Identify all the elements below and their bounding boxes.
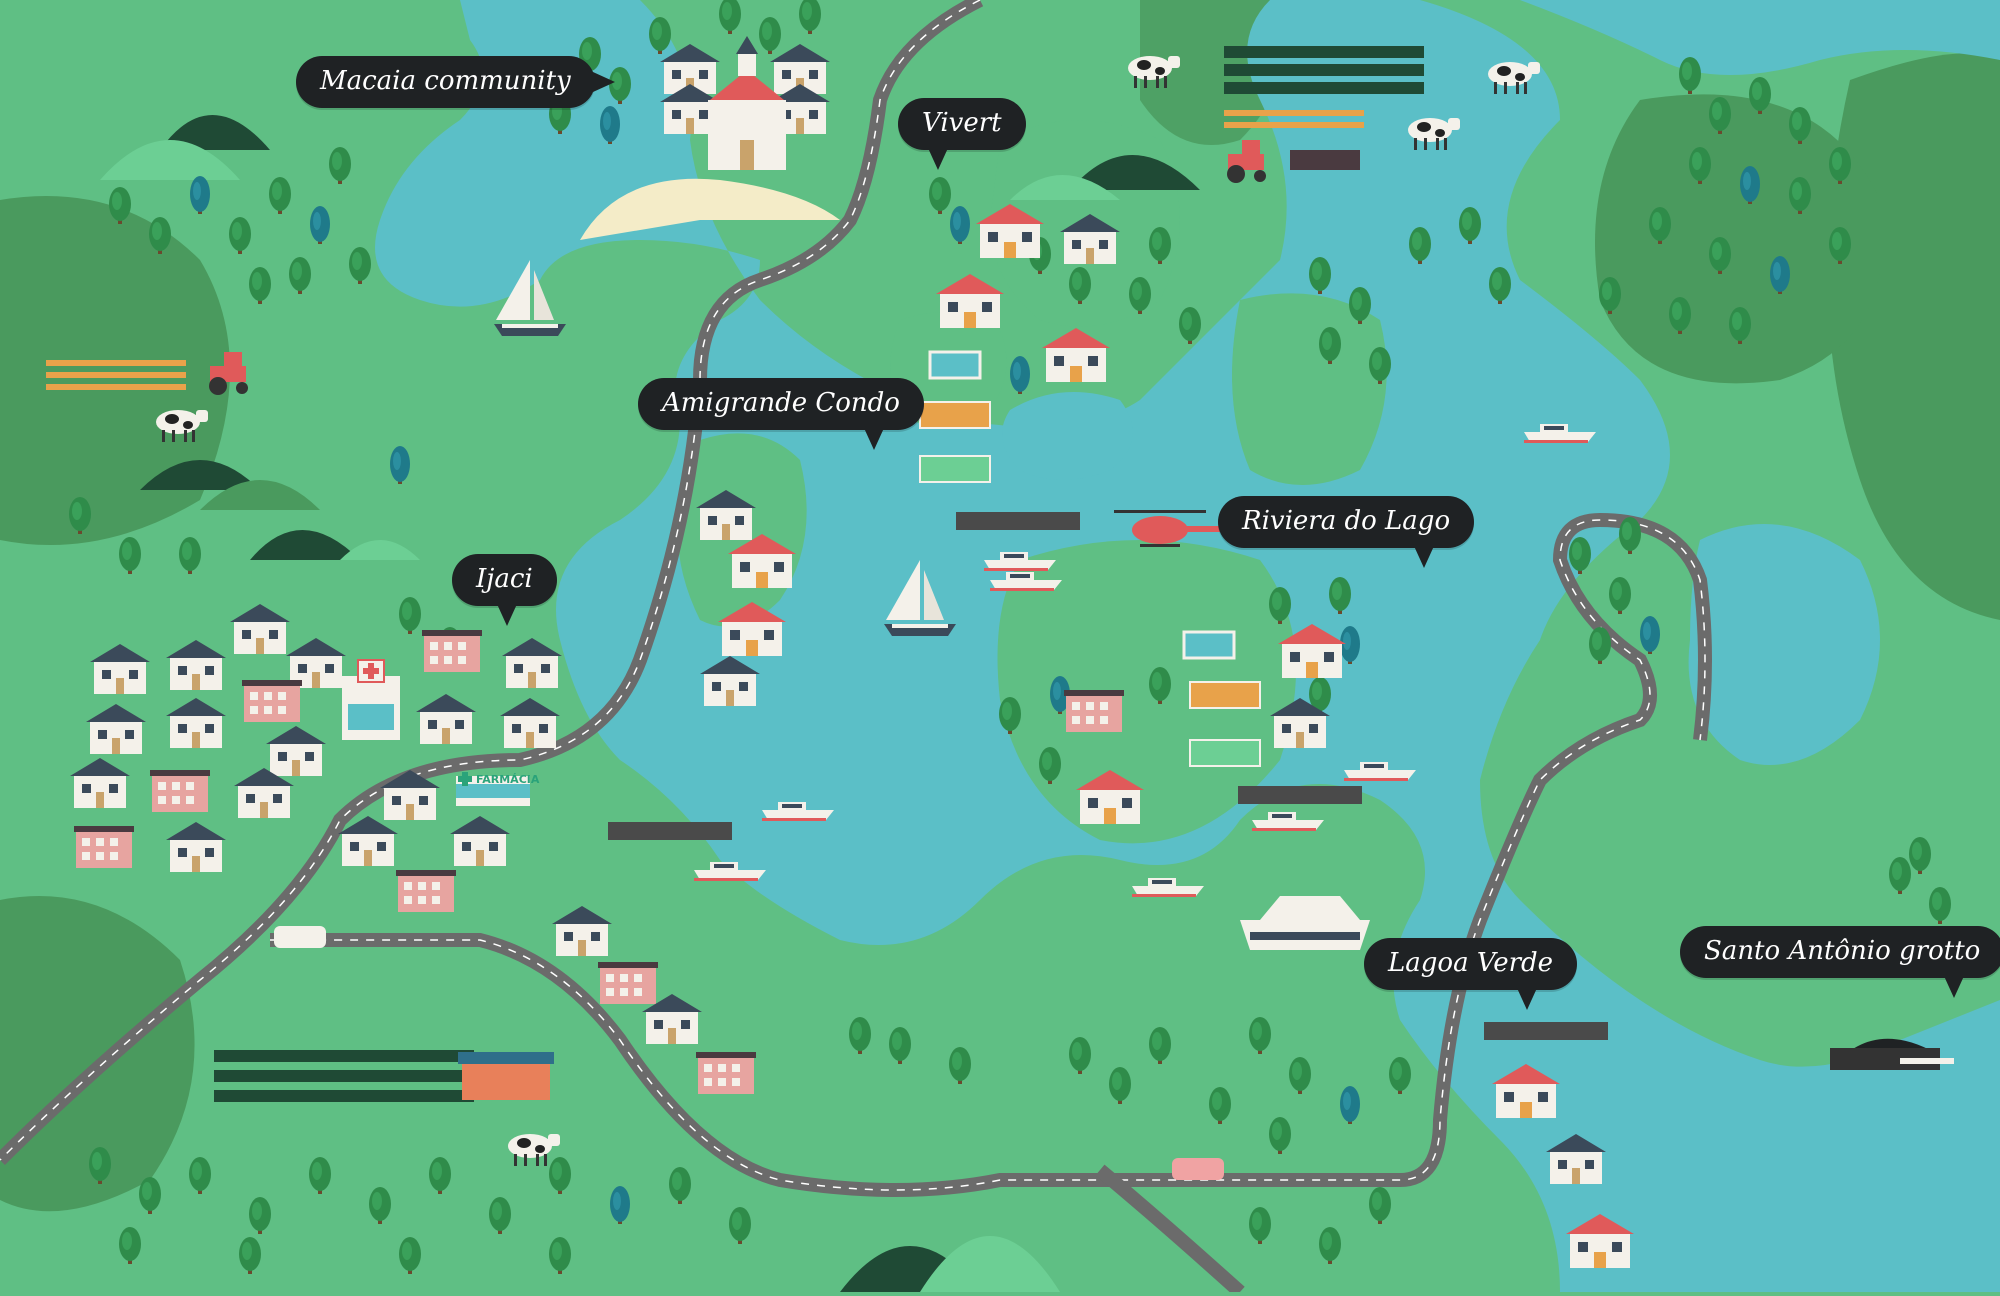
label-vivert[interactable]: Vivert <box>898 98 1026 170</box>
label-lagoa-verde[interactable]: Lagoa Verde <box>1364 938 1578 1010</box>
label-riviera-do-lago[interactable]: Riviera do Lago <box>1218 496 1475 568</box>
label-amigrande-condo[interactable]: Amigrande Condo <box>638 378 924 450</box>
label-ijaci[interactable]: Ijaci <box>452 554 557 626</box>
label-santo-antonio-grotto[interactable]: Santo Antônio grotto <box>1680 926 2000 998</box>
label-macaia-community[interactable]: Macaia community <box>296 56 615 108</box>
pharmacy-sign: FARMÁCIA <box>476 773 540 786</box>
